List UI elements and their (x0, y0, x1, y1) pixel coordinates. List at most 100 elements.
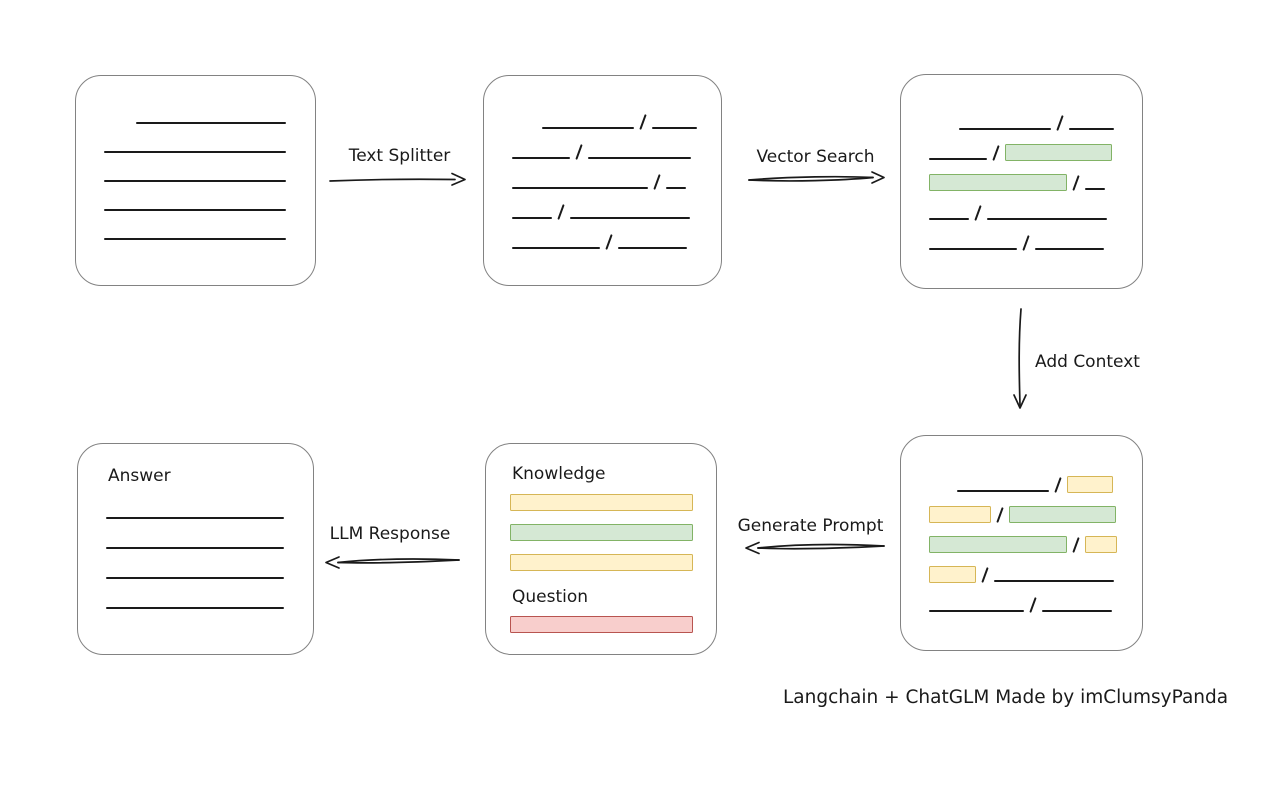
chunk-row (929, 596, 1114, 613)
text-line (512, 217, 552, 219)
split-chunk-rows (484, 76, 721, 285)
yellow-bar (510, 494, 693, 511)
text-line (104, 208, 286, 211)
document-lines (76, 76, 315, 285)
slash-separator (992, 145, 1000, 161)
text-line (1035, 248, 1104, 250)
slash-separator (575, 144, 583, 160)
text-line (512, 187, 648, 189)
text-line (666, 187, 686, 189)
text-line (106, 547, 284, 549)
slash-separator (996, 506, 1004, 523)
green-chunk (929, 535, 1067, 553)
green-chunk (929, 174, 1067, 191)
slash-separator (1029, 596, 1037, 613)
answer-lines (106, 517, 285, 609)
context-chunk-rows (901, 436, 1142, 650)
add-context-arrow-icon (1013, 308, 1027, 409)
yellow-chunk (929, 505, 991, 523)
question-heading: Question (512, 587, 589, 607)
chunk-row (512, 173, 693, 190)
text-line (542, 127, 634, 129)
llm-response-label: LLM Response (329, 524, 451, 544)
knowledge-bars (510, 494, 693, 571)
text-line (959, 128, 1051, 130)
text-line (929, 248, 1017, 250)
text-line (512, 247, 600, 249)
llm-response-arrow-icon (325, 556, 460, 569)
slash-separator (1022, 235, 1030, 251)
text-line (1069, 128, 1114, 130)
slash-separator (974, 205, 982, 221)
text-line (106, 607, 284, 609)
text-line (1085, 188, 1105, 190)
chunk-row (929, 505, 1116, 523)
chunk-row (512, 143, 693, 160)
vector-result-rows (901, 75, 1142, 288)
red-bar (510, 616, 693, 633)
green-chunk (1009, 505, 1116, 523)
chunk-row (929, 204, 1114, 221)
text-line (929, 158, 987, 160)
text-line (104, 150, 286, 153)
chunk-row (512, 203, 693, 220)
text-splitter-label: Text Splitter (348, 146, 451, 166)
yellow-chunk (1067, 475, 1113, 493)
text-line (104, 179, 286, 182)
text-line (652, 127, 697, 129)
chunk-row (512, 233, 693, 250)
vector-search-arrow-icon (748, 171, 885, 184)
add-context-label: Add Context (1035, 352, 1140, 372)
text-line (106, 577, 284, 579)
knowledge-heading: Knowledge (512, 464, 606, 484)
chunk-row (512, 113, 697, 130)
text-line (512, 157, 570, 159)
text-line (136, 121, 286, 124)
chunk-row (929, 565, 1114, 583)
text-line (1042, 609, 1112, 612)
text-line (570, 217, 690, 219)
slash-separator (557, 204, 565, 220)
vector-search-label: Vector Search (756, 147, 875, 167)
text-line (994, 579, 1114, 582)
text-splitter-arrow-icon (329, 172, 466, 186)
question-bars (510, 616, 693, 633)
slash-separator (1072, 175, 1080, 191)
yellow-chunk (929, 565, 976, 583)
vector-results-box (900, 74, 1143, 289)
text-line (929, 609, 1024, 612)
text-line (104, 237, 286, 240)
chunk-row (929, 114, 1114, 131)
yellow-chunk (1085, 535, 1117, 553)
slash-separator (605, 234, 613, 250)
slash-separator (653, 174, 661, 190)
yellow-bar (510, 554, 693, 571)
answer-heading: Answer (108, 466, 171, 486)
context-chunks-box (900, 435, 1143, 651)
prompt-box: Knowledge Question (485, 443, 717, 655)
source-document-box (75, 75, 316, 286)
slash-separator (981, 566, 989, 583)
generate-prompt-arrow-icon (745, 541, 885, 555)
text-line (588, 157, 691, 159)
chunk-row (929, 535, 1117, 553)
slash-separator (1072, 536, 1080, 553)
generate-prompt-label: Generate Prompt (737, 516, 884, 536)
green-chunk (1005, 144, 1112, 161)
text-line (618, 247, 687, 249)
chunk-row (929, 144, 1114, 161)
split-chunks-box (483, 75, 722, 286)
slash-separator (1054, 476, 1062, 493)
text-line (987, 218, 1107, 220)
answer-box: Answer (77, 443, 314, 655)
slash-separator (639, 114, 647, 130)
text-line (929, 218, 969, 220)
chunk-row (929, 234, 1114, 251)
green-bar (510, 524, 693, 541)
text-line (106, 517, 284, 519)
diagram-caption: Langchain + ChatGLM Made by imClumsyPand… (783, 687, 1229, 708)
chunk-row (929, 174, 1114, 191)
chunk-row (929, 475, 1114, 493)
text-line (957, 489, 1049, 492)
